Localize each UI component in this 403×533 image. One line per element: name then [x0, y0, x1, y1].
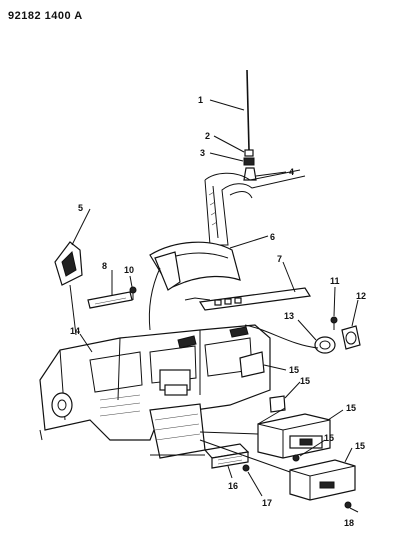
callout-7: 15 [355, 441, 365, 451]
callout-18: 15 [300, 376, 310, 386]
part-16-bezel [341, 325, 361, 350]
callout-4: 1 [198, 95, 203, 105]
callout-15-a: 10 [124, 265, 134, 275]
callout-16: 12 [356, 291, 366, 301]
part-19-radio [257, 413, 331, 459]
callout-6: 16 [228, 481, 238, 491]
callout-14: 13 [284, 311, 294, 321]
callout-3: 2 [205, 131, 210, 141]
connection-lines [39, 267, 319, 473]
callout-19: 15 [346, 403, 356, 413]
part-14-round-vent [314, 336, 336, 354]
callout-10: 5 [78, 203, 83, 213]
callout-1: 4 [289, 167, 294, 177]
callout-15-d: 18 [344, 518, 354, 528]
callout-labels: 1 2 3 4 5 6 7 8 10 11 12 13 14 15 15 15 … [70, 95, 366, 528]
leader-lines [71, 99, 359, 513]
part-7-module [289, 459, 356, 501]
callout-8: 15 [324, 433, 334, 443]
callout-15-c: 17 [262, 498, 272, 508]
callout-17: 15 [289, 365, 299, 375]
callout-5: 14 [70, 326, 80, 336]
callout-13: 7 [277, 254, 282, 264]
part-11-strip [87, 291, 133, 309]
part-13-vent-bar [198, 287, 312, 311]
antenna-assembly [204, 69, 306, 246]
callout-2: 3 [200, 148, 205, 158]
part-6-bracket [203, 443, 250, 469]
screw-icons [129, 286, 352, 509]
part-18-bracket [269, 395, 286, 413]
callout-12: 6 [270, 232, 275, 242]
callout-11: 8 [102, 261, 107, 271]
callout-15-b: 11 [330, 276, 340, 286]
part-10-trim [54, 241, 83, 286]
part-12-hood [149, 241, 241, 291]
center-console [149, 403, 206, 459]
diagram-code: 92182 1400 A [8, 10, 83, 22]
instrument-panel [39, 324, 271, 441]
